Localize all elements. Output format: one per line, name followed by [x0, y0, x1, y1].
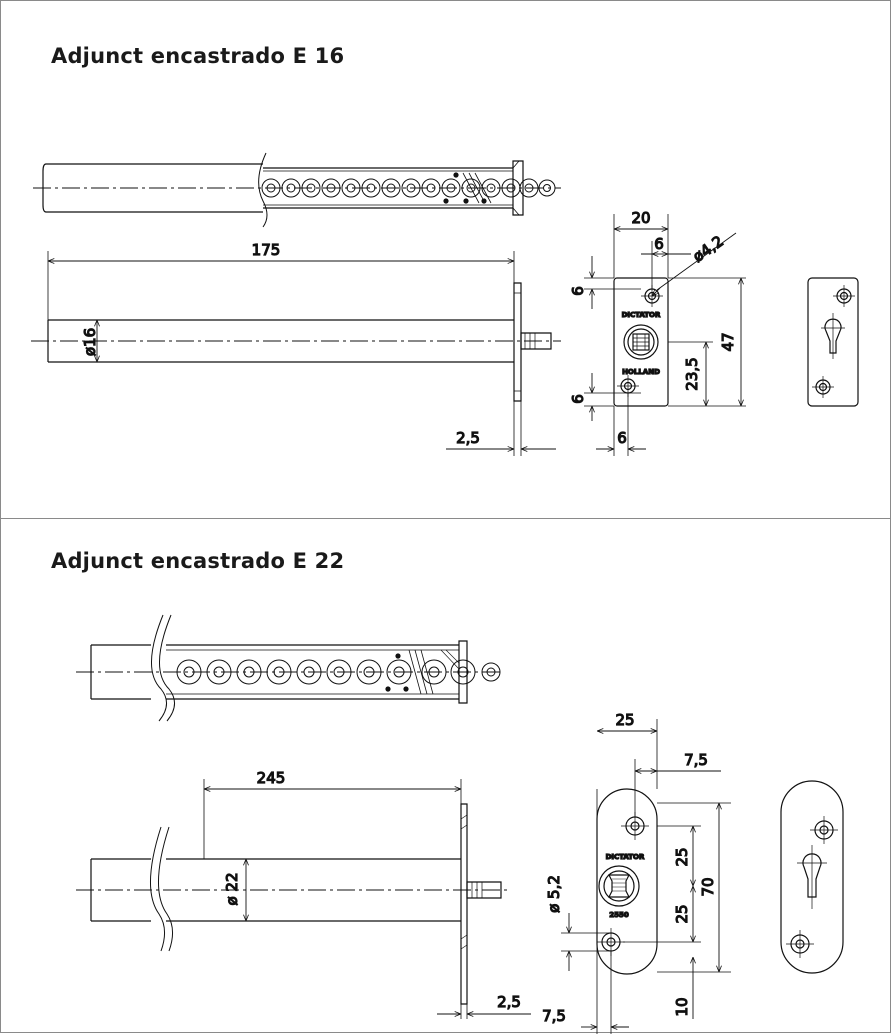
side-view	[76, 779, 531, 1019]
dim-upper-spacing: 25	[673, 847, 691, 866]
escutcheon-plate	[780, 780, 844, 974]
dim-bottom-margin: 6	[569, 394, 587, 404]
dim-hole-diameter: ø 5,2	[545, 875, 563, 913]
cutaway-view	[33, 152, 561, 228]
side-view	[31, 251, 561, 456]
panel-e22: Adjunct encastrado E 22	[0, 518, 891, 1034]
dim-bottom-offset: 7,5	[542, 1007, 566, 1025]
panel-title: Adjunct encastrado E 22	[51, 549, 345, 573]
dim-hole-offset: 6	[654, 235, 664, 253]
technical-drawing-e16: 175 ø16 2,5	[31, 152, 859, 456]
front-plate	[584, 214, 746, 456]
dim-hole-diameter: ø4,2	[689, 232, 726, 266]
front-plate	[561, 719, 731, 1034]
dim-plate-width: 20	[631, 209, 650, 227]
dim-lower-spacing: 25	[673, 904, 691, 923]
dim-plate-height: 70	[699, 877, 717, 896]
dim-length: 245	[257, 769, 286, 787]
dim-length: 175	[252, 241, 281, 259]
plate-label-brand: DICTATOR	[622, 311, 661, 319]
plate-label-model: 2550	[609, 911, 629, 919]
dim-flange: 2,5	[497, 993, 521, 1011]
dim-diameter: ø16	[81, 328, 99, 356]
plate-label-origin: HOLLAND	[622, 368, 660, 376]
dim-flange: 2,5	[456, 429, 480, 447]
panel-e16: Adjunct encastrado E 16	[0, 0, 891, 519]
dim-center-height: 23,5	[683, 357, 701, 390]
panel-title: Adjunct encastrado E 16	[51, 44, 345, 68]
chain-links	[261, 178, 556, 198]
dim-plate-height: 47	[719, 332, 737, 351]
chain-links	[176, 659, 501, 685]
technical-drawing-e22: 245 ø 22 2,5	[76, 614, 844, 1034]
dim-diameter: ø 22	[223, 872, 241, 905]
escutcheon-plate	[807, 277, 859, 407]
dim-bottom-offset: 6	[617, 429, 627, 447]
dim-plate-width: 25	[615, 711, 634, 729]
dim-end-margin: 10	[673, 997, 691, 1016]
dim-top-margin: 6	[569, 286, 587, 296]
dim-hole-offset: 7,5	[684, 751, 708, 769]
plate-label-brand: DICTATOR	[606, 853, 645, 861]
cutaway-view	[76, 614, 501, 722]
